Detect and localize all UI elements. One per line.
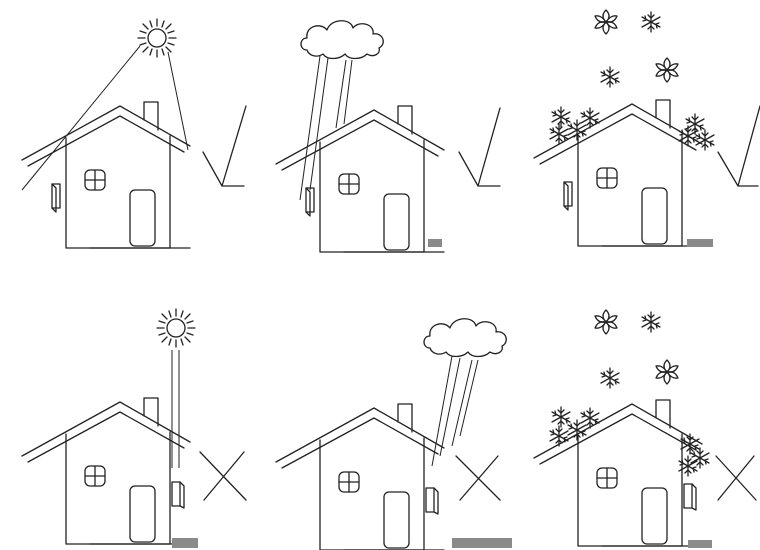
snowflake-icon	[601, 368, 619, 388]
ground-block	[172, 538, 198, 548]
ground-block	[687, 239, 713, 247]
snowflake-icon	[691, 448, 709, 468]
house-icon	[22, 398, 190, 544]
cross-icon	[716, 456, 756, 500]
snowflake-icon	[581, 108, 599, 128]
sun-icon	[157, 309, 195, 347]
snowflake-icon	[595, 310, 617, 334]
cloud-icon	[424, 319, 506, 357]
panel-sun-incorrect	[22, 309, 246, 548]
panel-rain-correct	[276, 21, 500, 252]
snowflake-icon	[568, 420, 586, 440]
snowflake-icon	[656, 58, 678, 82]
panel-snow-correct	[534, 10, 760, 247]
snowflake-icon	[595, 10, 617, 34]
sun-icon	[138, 19, 176, 57]
panel-sun-correct	[22, 19, 246, 248]
cross-icon	[456, 456, 500, 500]
side-window-icon	[172, 482, 184, 508]
check-icon	[459, 108, 500, 186]
snowflake-icon	[581, 408, 599, 428]
rain-lines	[300, 56, 352, 200]
house-icon	[276, 106, 444, 252]
side-window-icon	[426, 488, 438, 514]
panel-snow-incorrect	[534, 310, 756, 548]
snowflake-icon	[552, 107, 570, 127]
check-icon	[718, 106, 760, 186]
cross-icon	[200, 452, 246, 500]
rain-lines	[432, 356, 478, 466]
snowflake-icon	[642, 12, 660, 32]
snowflake-icon	[550, 426, 568, 446]
check-icon	[203, 106, 246, 186]
house-icon	[276, 404, 444, 550]
cloud-icon	[301, 21, 383, 59]
snowflake-icon	[568, 120, 586, 140]
house-icon	[22, 102, 190, 248]
side-window-icon	[306, 188, 314, 216]
side-window-icon	[52, 184, 60, 212]
ground-block	[428, 239, 442, 247]
snowflake-icon	[696, 130, 714, 150]
snowflake-icon	[552, 407, 570, 427]
ground-block	[452, 538, 512, 548]
snowflake-icon	[601, 67, 619, 87]
ground-block	[688, 540, 712, 548]
panel-rain-incorrect	[276, 319, 512, 550]
side-window-icon	[564, 182, 572, 210]
snowflake-icon	[642, 312, 660, 332]
snowflake-icon	[656, 360, 678, 384]
side-window-icon	[684, 484, 696, 510]
